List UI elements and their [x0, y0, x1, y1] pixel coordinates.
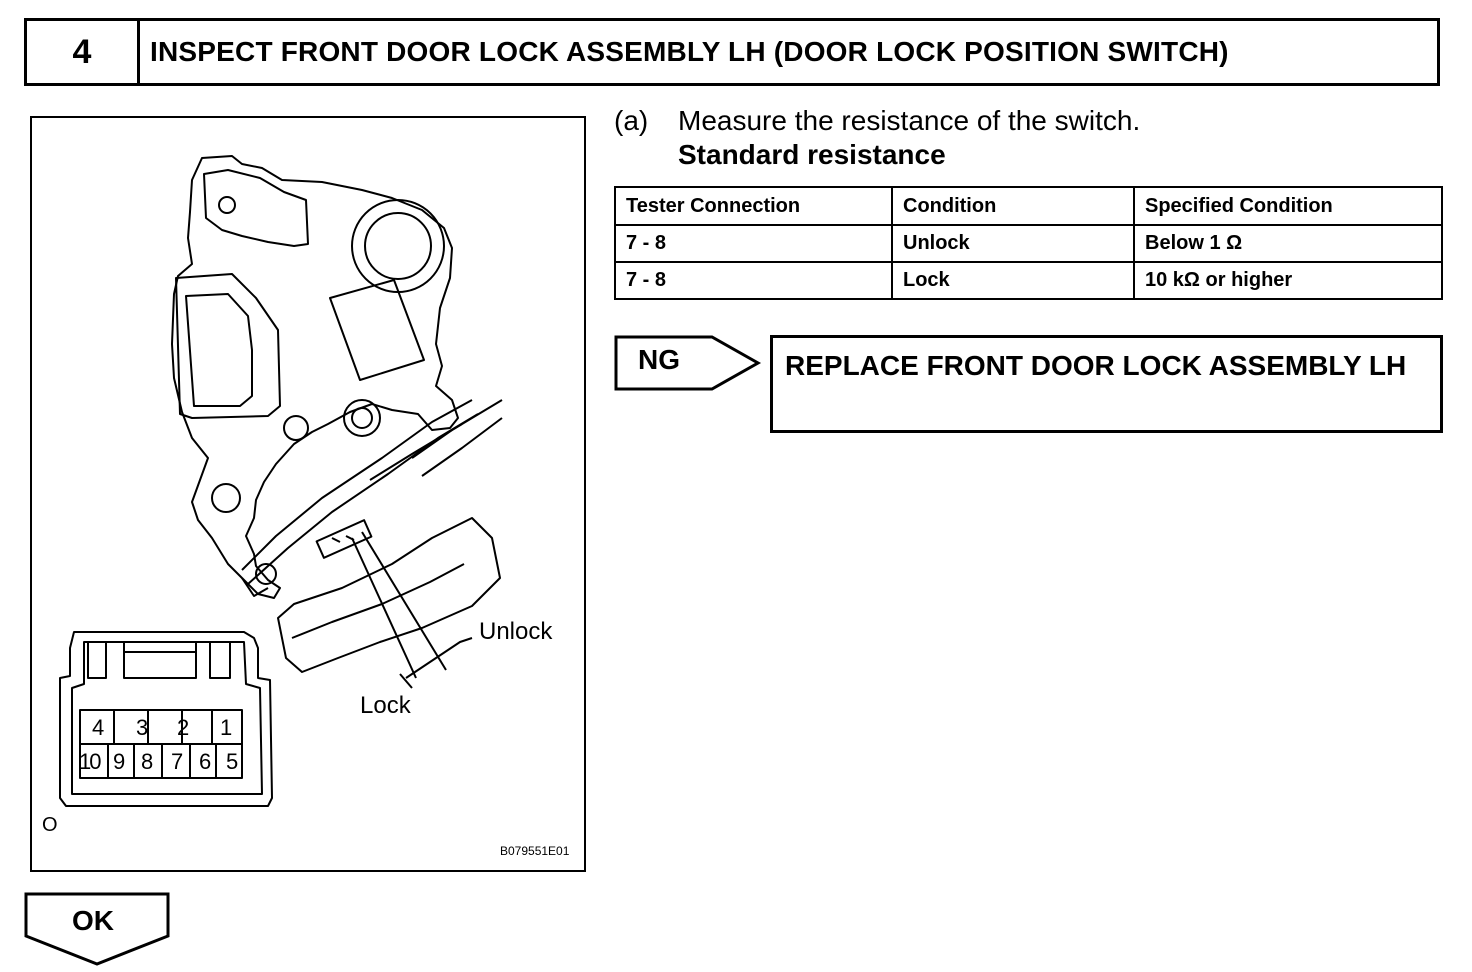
- table-header-row: Tester Connection Condition Specified Co…: [614, 186, 1443, 226]
- pin-label: 4: [92, 715, 105, 740]
- pin-label: 1: [220, 715, 233, 740]
- pin-label: 10: [79, 749, 102, 774]
- step-title: INSPECT FRONT DOOR LOCK ASSEMBLY LH (DOO…: [150, 36, 1229, 67]
- unlock-label: Unlock: [479, 618, 553, 645]
- step-number: 4: [27, 21, 140, 83]
- table-cell: 7 - 8: [614, 224, 893, 263]
- pin-label: 6: [199, 749, 212, 774]
- pin-label: 9: [113, 749, 126, 774]
- pin-label: 5: [226, 749, 239, 774]
- door-lock-figure: 4 3 2 1 10 9 8 7 6 5 Unlock Lock O B0795…: [30, 116, 586, 872]
- corner-mark: O: [42, 814, 58, 836]
- resistance-table: Tester Connection Condition Specified Co…: [614, 186, 1443, 300]
- instruction-text: Measure the resistance of the switch.: [678, 105, 1141, 136]
- table-cell: 7 - 8: [614, 261, 893, 300]
- pin-label: 7: [171, 749, 184, 774]
- lock-label: Lock: [360, 692, 411, 719]
- standard-resistance-heading: Standard resistance: [678, 139, 946, 170]
- pin-label: 8: [141, 749, 154, 774]
- door-lock-illustration: [59, 155, 503, 807]
- ng-label: NG: [638, 344, 680, 375]
- instruction-label: (a): [614, 105, 649, 136]
- table-cell: Unlock: [891, 224, 1135, 263]
- pin-label: 2: [177, 715, 190, 740]
- table-cell: Lock: [891, 261, 1135, 300]
- ok-arrow-icon: [24, 892, 170, 966]
- pin-label: 3: [136, 715, 149, 740]
- step-header: 4 INSPECT FRONT DOOR LOCK ASSEMBLY LH (D…: [24, 18, 1440, 86]
- column-header: Tester Connection: [614, 186, 893, 226]
- column-header: Condition: [891, 186, 1135, 226]
- ok-label: OK: [72, 905, 114, 936]
- instruction: (a) Measure the resistance of the switch.…: [614, 104, 1141, 170]
- column-header: Specified Condition: [1133, 186, 1443, 226]
- table-row: 7 - 8 Unlock Below 1 Ω: [614, 224, 1443, 263]
- table-row: 7 - 8 Lock 10 kΩ or higher: [614, 261, 1443, 300]
- figure-id: B079551E01: [500, 844, 570, 858]
- ng-arrow-icon: [614, 335, 762, 391]
- table-cell: 10 kΩ or higher: [1133, 261, 1443, 300]
- table-cell: Below 1 Ω: [1133, 224, 1443, 263]
- ng-action-box: REPLACE FRONT DOOR LOCK ASSEMBLY LH: [770, 335, 1443, 433]
